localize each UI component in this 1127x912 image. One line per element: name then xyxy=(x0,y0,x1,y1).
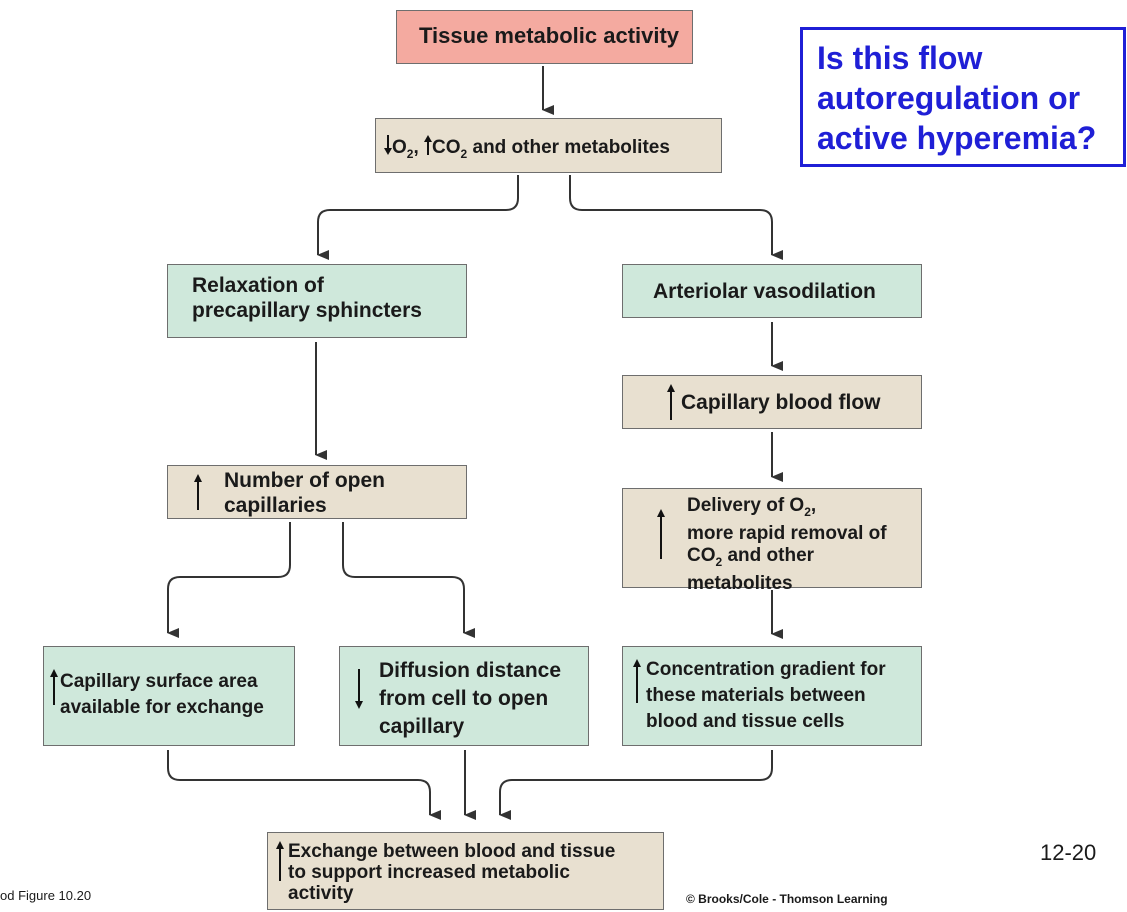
down-arrow-icon xyxy=(384,135,392,162)
open-caps-line-2: capillaries xyxy=(224,494,327,518)
arrow-gradient-to-exchange xyxy=(499,750,773,820)
delivery-subscript: 2 xyxy=(804,504,811,519)
delivery-other: and other xyxy=(722,544,815,566)
delivery-line-1: Delivery of O2, xyxy=(687,495,921,523)
box-concentration-gradient: Concentration gradient for these materia… xyxy=(622,646,922,746)
open-caps-line-1: Number of open xyxy=(224,469,385,492)
copyright-notice: © Brooks/Cole - Thomson Learning xyxy=(686,892,888,906)
vasodilation-label: Arteriolar vasodilation xyxy=(653,280,876,303)
question-line-1: Is this flow xyxy=(817,40,983,76)
exchange-line-1: Exchange between blood and tissue xyxy=(288,841,616,862)
box-delivery: Delivery of O2, more rapid removal of CO… xyxy=(622,488,922,594)
relaxation-line-2: precapillary sphincters xyxy=(192,299,422,323)
box-surface-area: Capillary surface area available for exc… xyxy=(43,646,295,746)
o2-label: O xyxy=(392,137,407,158)
metabolites-rest: and other metabolites xyxy=(467,137,670,158)
delivery-co2-subscript: 2 xyxy=(715,554,723,569)
co2-label: CO xyxy=(432,137,461,158)
exchange-line-2: to support increased metabolic xyxy=(288,862,570,883)
diffusion-line-1: Diffusion distance xyxy=(379,659,562,682)
gradient-line-1: Concentration gradient for xyxy=(646,659,886,680)
arrow-open-to-surface xyxy=(167,522,291,638)
exchange-line-3: activity xyxy=(288,883,354,904)
relaxation-line-1: Relaxation of xyxy=(192,274,324,297)
box-metabolites: O2, CO2 and other metabolites xyxy=(375,118,722,173)
up-arrow-icon xyxy=(633,659,641,703)
delivery-line-3: CO2 and other xyxy=(687,545,921,573)
up-arrow-icon xyxy=(667,384,675,420)
delivery-text-b: , xyxy=(810,495,817,516)
question-line-3: active hyperemia? xyxy=(817,120,1097,156)
up-arrow-icon xyxy=(50,669,58,705)
arrow-to-relaxation xyxy=(317,175,519,260)
surface-line-2: available for exchange xyxy=(60,697,264,718)
delivery-line-2: more rapid removal of xyxy=(687,522,887,544)
up-arrow-icon xyxy=(276,841,284,881)
box-open-capillaries: Number of open capillaries xyxy=(167,465,467,519)
co2-subscript: 2 xyxy=(460,146,468,161)
surface-line-1: Capillary surface area xyxy=(60,671,258,692)
delivery-line-4: metabolites xyxy=(687,572,793,594)
box-exchange: Exchange between blood and tissue to sup… xyxy=(267,832,664,910)
box-relaxation: Relaxation of precapillary sphincters xyxy=(167,264,467,338)
gradient-line-2: these materials between xyxy=(646,685,866,706)
delivery-co2: CO xyxy=(687,544,716,566)
tissue-label: Tissue metabolic activity xyxy=(419,23,680,48)
arrow-surface-to-exchange xyxy=(167,750,441,820)
slide-number: 12-20 xyxy=(1040,840,1097,865)
question-box: Is this flow autoregulation or active hy… xyxy=(800,27,1126,167)
separator: , xyxy=(413,137,425,158)
box-capillary-blood-flow: Capillary blood flow xyxy=(622,375,922,429)
box-tissue-metabolic-activity: Tissue metabolic activity xyxy=(396,10,693,64)
o2-subscript: 2 xyxy=(406,146,414,161)
figure-source: od Figure 10.20 xyxy=(0,888,92,903)
question-line-2: autoregulation or xyxy=(817,80,1081,116)
up-arrow-icon xyxy=(194,474,202,510)
diffusion-line-3: capillary xyxy=(379,715,465,738)
diffusion-line-2: from cell to open xyxy=(379,687,549,710)
up-arrow-icon xyxy=(424,135,433,162)
box-diffusion: Diffusion distance from cell to open cap… xyxy=(339,646,589,746)
arrow-to-vasodilation xyxy=(569,175,783,260)
arrow-open-to-diffusion xyxy=(342,522,475,638)
capillary-flow-label: Capillary blood flow xyxy=(681,391,881,414)
delivery-text-a: Delivery of O xyxy=(687,495,805,516)
down-arrow-icon xyxy=(355,669,363,709)
box-vasodilation: Arteriolar vasodilation xyxy=(622,264,922,318)
gradient-line-3: blood and tissue cells xyxy=(646,711,845,732)
up-arrow-icon xyxy=(657,509,665,559)
